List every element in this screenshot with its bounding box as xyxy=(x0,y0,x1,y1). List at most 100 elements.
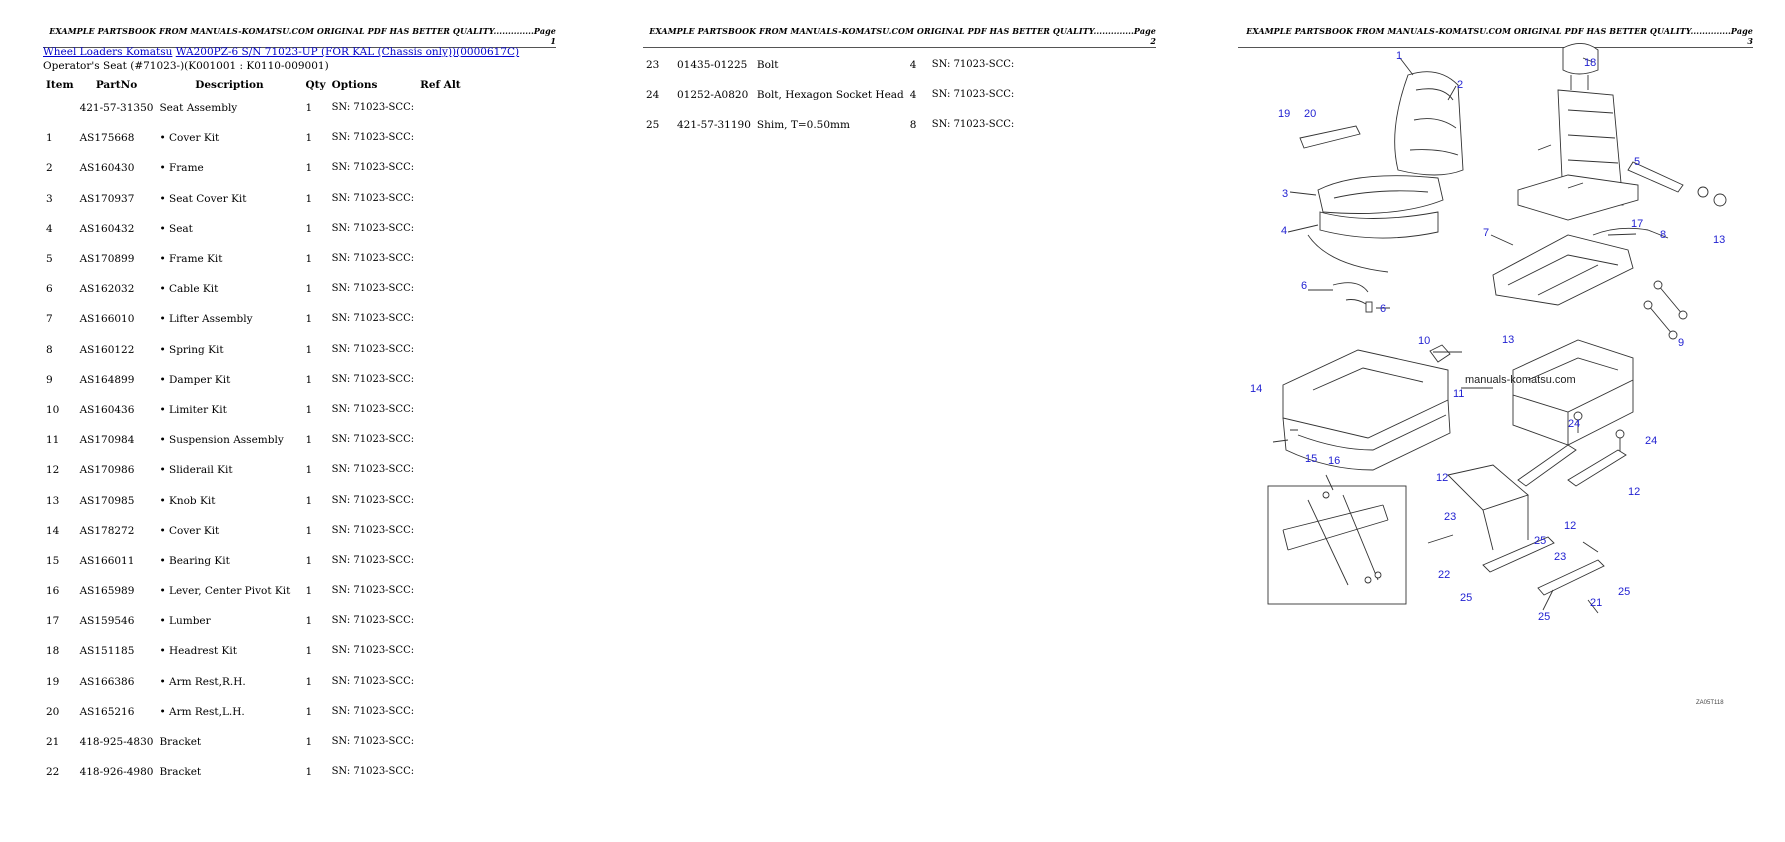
callout-label[interactable]: 20 xyxy=(1304,108,1316,120)
cell-description: Bolt, Hexagon Socket Head xyxy=(756,89,904,102)
callout-label[interactable]: 6 xyxy=(1301,280,1307,292)
cell-partno: AS166386 xyxy=(79,675,135,688)
cell-partno: 01435-01225 xyxy=(677,59,748,72)
cell-options: SN: 71023-SCC: xyxy=(331,434,415,446)
cell-options: SN: 71023-SCC: xyxy=(331,736,415,748)
cell-description: Shim, T=0.50mm xyxy=(756,119,850,132)
cell-qty: 1 xyxy=(305,554,313,567)
cover-kit-drawing xyxy=(1282,349,1449,439)
cell-item: 18 xyxy=(46,645,60,658)
section-title: Operator's Seat (#71023-)(K001001 : K011… xyxy=(43,60,329,72)
callout-label[interactable]: 6 xyxy=(1380,303,1386,315)
callout-label[interactable]: 14 xyxy=(1250,383,1262,395)
callout-label[interactable]: 25 xyxy=(1618,586,1630,598)
callout-label[interactable]: 19 xyxy=(1278,108,1290,120)
cell-ref-alt xyxy=(417,757,464,787)
callout-label[interactable]: 1 xyxy=(1396,50,1402,62)
cell-item: 21 xyxy=(46,736,60,749)
callout-label[interactable]: 25 xyxy=(1538,611,1550,623)
callout-label[interactable]: 4 xyxy=(1281,225,1287,237)
callout-label[interactable]: 22 xyxy=(1438,569,1450,581)
callout-label[interactable]: 12 xyxy=(1628,486,1640,498)
cell-item: 7 xyxy=(46,313,53,326)
cell-partno: AS160122 xyxy=(79,343,135,356)
callout-label[interactable]: 10 xyxy=(1418,335,1430,347)
breadcrumb-link-model[interactable]: WA200PZ-6 S/N 71023-UP (FOR KAL (Chassis… xyxy=(175,46,520,58)
callout-label[interactable]: 21 xyxy=(1590,597,1602,609)
callout-label[interactable]: 3 xyxy=(1282,188,1288,200)
cell-options: SN: 71023-SCC: xyxy=(331,675,415,687)
cell-description: Bolt xyxy=(756,59,779,72)
cell-qty: 1 xyxy=(305,766,313,779)
callout-label[interactable]: 23 xyxy=(1554,551,1566,563)
callout-label[interactable]: 9 xyxy=(1678,337,1684,349)
cell-description: • Knob Kit xyxy=(159,494,216,507)
cell-item: 11 xyxy=(46,434,60,447)
cell-item: 6 xyxy=(46,283,53,296)
cell-ref-alt xyxy=(417,335,464,365)
breadcrumb: Wheel Loaders Komatsu WA200PZ-6 S/N 7102… xyxy=(43,46,519,58)
callout-label[interactable]: 12 xyxy=(1564,520,1576,532)
cell-item: 15 xyxy=(46,554,60,567)
cell-options: SN: 71023-SCC: xyxy=(331,343,415,355)
callout-label[interactable]: 11 xyxy=(1453,388,1464,400)
cell-item: 22 xyxy=(46,766,60,779)
diagram-callouts: 1 2 18 19 20 5 3 17 13 4 7 8 6 6 13 9 10… xyxy=(1250,50,1725,623)
cell-options: SN: 71023-SCC: xyxy=(331,102,415,114)
callout-label[interactable]: 7 xyxy=(1483,227,1489,239)
cell-options: SN: 71023-SCC: xyxy=(331,192,415,204)
cell-options: SN: 71023-SCC: xyxy=(331,373,415,385)
callout-label[interactable]: 16 xyxy=(1328,455,1340,467)
callout-label[interactable]: 5 xyxy=(1634,156,1640,168)
callout-label[interactable]: 13 xyxy=(1502,334,1514,346)
cell-ref-alt xyxy=(417,274,464,304)
cell-qty: 1 xyxy=(305,434,313,447)
cell-qty: 1 xyxy=(305,645,313,658)
cell-options: SN: 71023-SCC: xyxy=(331,162,415,174)
cell-partno: AS160436 xyxy=(79,403,135,416)
callout-label[interactable]: 24 xyxy=(1645,435,1657,447)
cell-partno: AS162032 xyxy=(79,283,135,296)
callout-label[interactable]: 8 xyxy=(1660,229,1666,241)
cell-partno: 418-926-4980 xyxy=(79,766,154,779)
page-1: EXAMPLE PARTSBOOK FROM MANUALS-KOMATSU.C… xyxy=(43,0,556,842)
column-header-item: Item xyxy=(46,79,74,91)
seat-cushion-drawing xyxy=(1317,175,1444,214)
cell-ref-alt xyxy=(417,516,464,546)
callout-label[interactable]: 2 xyxy=(1457,79,1463,91)
callout-label[interactable]: 23 xyxy=(1444,511,1456,523)
cell-qty: 1 xyxy=(305,132,313,145)
callout-label[interactable]: 13 xyxy=(1713,234,1725,246)
cell-qty: 1 xyxy=(305,313,313,326)
cell-item: 8 xyxy=(46,343,53,356)
callout-label[interactable]: 12 xyxy=(1436,472,1448,484)
cell-description: Bracket xyxy=(159,736,202,749)
callout-label[interactable]: 25 xyxy=(1534,535,1546,547)
cell-description: • Damper Kit xyxy=(159,373,231,386)
cell-ref-alt xyxy=(417,365,464,395)
callout-label[interactable]: 25 xyxy=(1460,592,1472,604)
cell-description: • Frame Kit xyxy=(159,253,223,266)
cell-description: • Suspension Assembly xyxy=(159,434,284,447)
callout-label[interactable]: 15 xyxy=(1305,453,1317,465)
cell-partno: 421-57-31350 xyxy=(79,102,154,115)
cell-description: • Bearing Kit xyxy=(159,554,230,567)
cell-item: 25 xyxy=(646,119,660,132)
callout-label[interactable]: 17 xyxy=(1631,218,1643,230)
column-header-ref-alt: Ref Alt xyxy=(420,79,461,91)
cell-item: 9 xyxy=(46,373,53,386)
callout-label[interactable]: 24 xyxy=(1568,418,1580,430)
breadcrumb-link-category[interactable]: Wheel Loaders Komatsu xyxy=(43,46,173,58)
callout-label[interactable]: 18 xyxy=(1584,57,1596,69)
cell-options: SN: 71023-SCC: xyxy=(331,524,415,536)
